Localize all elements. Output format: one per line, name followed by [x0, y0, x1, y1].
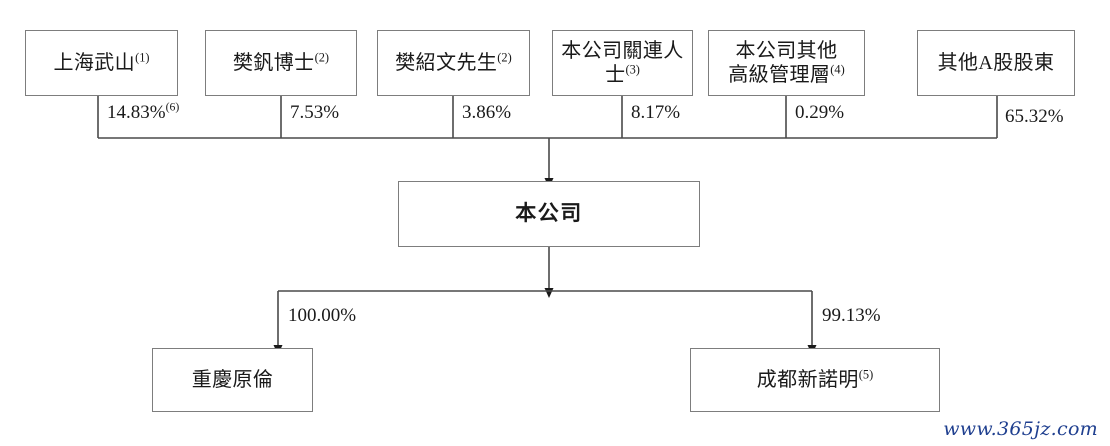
node-label: 本公司關連人士(3) — [561, 39, 684, 86]
subsidiary-box-1: 重慶原倫 — [152, 348, 313, 412]
percent-label-4: 8.17% — [631, 102, 681, 123]
shareholder-box-1: 上海武山(1) — [25, 30, 178, 96]
node-label: 樊紹文先生(2) — [395, 50, 512, 74]
node-label: 本公司其他高級管理層(4) — [728, 39, 845, 86]
subsidiary-percent-label-1: 100.00% — [288, 305, 357, 326]
percent-label-2: 7.53% — [290, 102, 340, 123]
shareholder-box-4: 本公司關連人士(3) — [552, 30, 693, 96]
node-label: 本公司 — [515, 201, 583, 226]
node-label: 上海武山(1) — [53, 50, 150, 74]
percent-label-1: 14.83%(6) — [107, 100, 180, 123]
shareholder-box-6: 其他A股股東 — [917, 30, 1075, 96]
percent-label-3: 3.86% — [462, 102, 512, 123]
node-label: 重慶原倫 — [191, 368, 274, 391]
percent-label-6: 65.32% — [1005, 106, 1064, 127]
subsidiary-percent-label-2: 99.13% — [822, 305, 881, 326]
node-label: 成都新諾明(5) — [756, 367, 874, 391]
node-label: 樊釩博士(2) — [232, 50, 330, 74]
subsidiary-box-2: 成都新諾明(5) — [690, 348, 940, 412]
shareholder-box-5: 本公司其他高級管理層(4) — [708, 30, 865, 96]
shareholder-box-3: 樊紹文先生(2) — [377, 30, 530, 96]
company-box: 本公司 — [398, 181, 700, 247]
shareholder-box-2: 樊釩博士(2) — [205, 30, 357, 96]
percent-label-5: 0.29% — [795, 102, 845, 123]
node-label: 其他A股股東 — [937, 51, 1055, 74]
site-watermark: www.365jz.com — [943, 418, 1098, 440]
